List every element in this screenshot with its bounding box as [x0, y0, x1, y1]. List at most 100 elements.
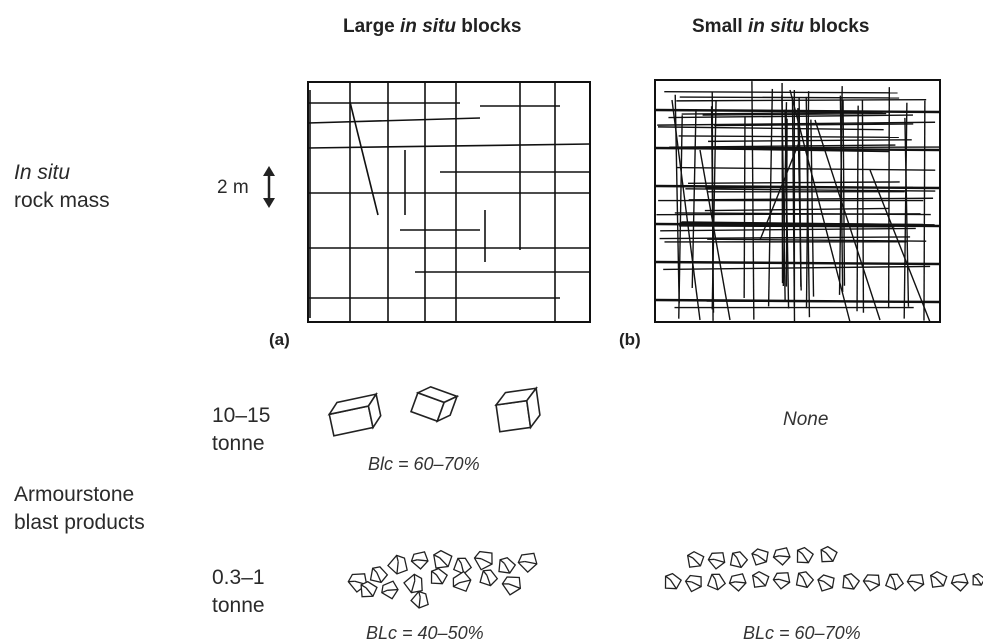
block-edge: [757, 577, 766, 587]
joint-vertical: [743, 116, 746, 299]
caption-heavy-large: Blc = 60–70%: [368, 454, 480, 474]
block-outline: [929, 570, 948, 588]
row-label-10-15-unit: tonne: [212, 432, 265, 455]
small-armourstone-block: [842, 573, 861, 590]
row-label-10-15-value: 10–15: [212, 404, 271, 427]
block-edge: [889, 574, 894, 580]
joint-vertical: [861, 99, 865, 313]
small-armourstone-block: [950, 573, 969, 592]
block-side: [367, 392, 382, 430]
block-outline: [820, 545, 838, 563]
joint-horizontal: [708, 139, 912, 143]
block-outline: [684, 574, 702, 593]
joint-major: [654, 222, 941, 228]
block-edge: [417, 559, 429, 562]
block-edge: [752, 574, 759, 579]
small-armourstone-blocks-b: [664, 545, 983, 593]
joint-diagonal: [789, 89, 851, 323]
joint-vertical: [842, 99, 846, 286]
block-edge: [410, 580, 416, 593]
joint-vertical: [767, 88, 774, 307]
block-outline: [501, 576, 522, 596]
block-edge: [431, 570, 437, 576]
block-edge: [820, 549, 827, 554]
block-edge: [499, 559, 505, 565]
joint-diagonal: [759, 139, 801, 241]
block-edge: [413, 574, 416, 581]
joint-horizontal: [685, 188, 936, 192]
small-armourstone-block: [817, 574, 835, 592]
block-edge: [381, 589, 388, 594]
joint-vertical: [805, 91, 810, 309]
row-label-in-situ: In situ rock mass: [14, 159, 110, 215]
block-edge: [685, 580, 692, 583]
block-outline: [906, 574, 925, 592]
block-edge: [360, 584, 367, 589]
block-edge: [976, 577, 982, 586]
block-edge: [801, 553, 809, 564]
small-armourstone-block: [410, 551, 429, 570]
small-armourstone-block: [433, 549, 453, 569]
block-edge: [773, 578, 780, 581]
panel-tag-a: (a): [269, 330, 290, 349]
caption-light-large: BLc = 40–50%: [366, 623, 484, 643]
small-armourstone-block: [452, 570, 472, 593]
joint-horizontal: [656, 213, 921, 216]
block-edge: [729, 581, 736, 584]
block-outline: [796, 546, 815, 564]
armourstone-block: [494, 386, 541, 433]
block-edge: [418, 597, 421, 609]
block-outline: [452, 570, 472, 593]
small-armourstone-block: [387, 554, 408, 575]
joint-major: [654, 146, 941, 152]
block-face: [495, 399, 532, 433]
block-edge: [692, 557, 701, 567]
joint-vertical: [785, 118, 788, 287]
block-edge: [797, 549, 803, 555]
joint-vertical: [887, 87, 891, 309]
joint-diagonal: [699, 149, 731, 321]
block-side: [525, 386, 541, 430]
small-armourstone-block: [498, 557, 517, 574]
block-edge: [665, 575, 671, 581]
block-edge: [508, 583, 521, 589]
block-edge: [779, 555, 791, 558]
block-edge: [365, 587, 374, 597]
joint-vertical: [838, 86, 843, 295]
block-edge: [757, 554, 767, 563]
large-armourstone-blocks: [327, 385, 541, 437]
small-armourstone-blocks-a: [347, 549, 538, 609]
joint-major: [654, 184, 941, 190]
joint-major: [654, 260, 941, 266]
block-edge: [907, 580, 914, 583]
block-edge: [711, 574, 716, 580]
block-edge: [435, 574, 443, 585]
block-edge: [972, 575, 978, 579]
block-outline: [430, 567, 449, 585]
joint-vertical: [751, 81, 755, 320]
row-label-0-3-1-tonne: 0.3–1 tonne: [212, 564, 265, 620]
small-armourstone-block: [684, 574, 702, 593]
block-outline: [772, 572, 791, 590]
joint-horizontal: [659, 236, 911, 240]
block-edge: [395, 555, 399, 562]
row-label-armourstone-line1: Armourstone: [14, 483, 135, 506]
row-label-armourstone: Armourstone blast products: [14, 481, 145, 537]
block-edge: [457, 558, 462, 564]
block-edge: [372, 567, 378, 573]
block-outline: [433, 549, 453, 569]
block-edge: [518, 560, 525, 564]
block-edge: [708, 558, 715, 561]
block-edge: [732, 552, 738, 558]
block-edge: [480, 558, 493, 565]
joint-horizontal: [663, 265, 931, 271]
joint-horizontal: [704, 207, 890, 212]
panel-b-frame: [654, 79, 941, 323]
block-edge: [935, 577, 944, 587]
block-edge: [930, 574, 937, 579]
block-edge: [951, 581, 958, 584]
joint-vertical: [691, 109, 697, 288]
block-edge: [773, 555, 780, 558]
block-outline: [664, 572, 683, 590]
